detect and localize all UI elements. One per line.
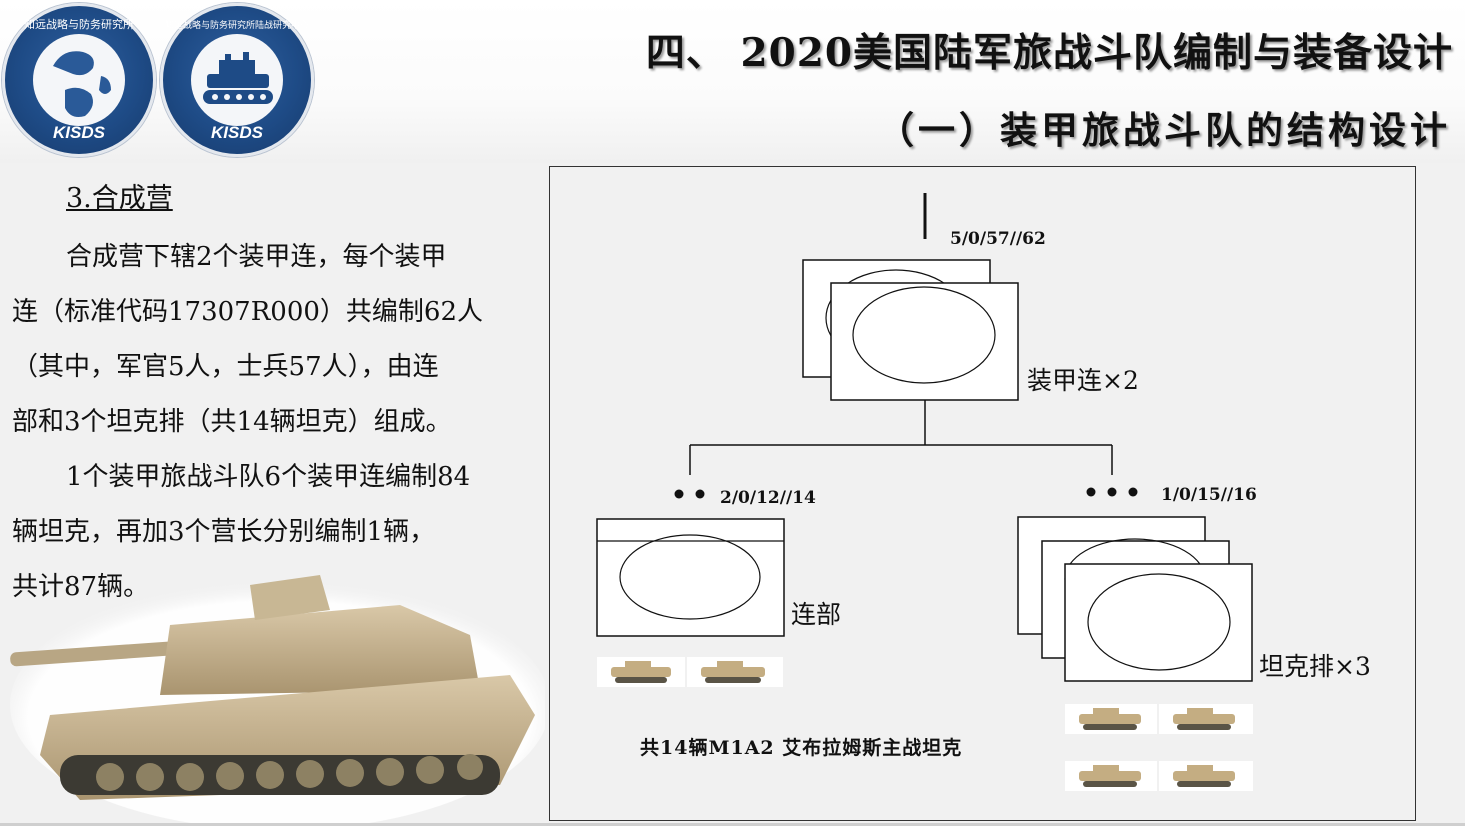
kisds-logo: KISDS 知远战略与防务研究所	[2, 3, 156, 157]
body-line: 共计87辆。	[12, 572, 150, 602]
org-chart: 5/0/57//62 装甲连×2 2/0/12//14 连部 1/0/15//1…	[549, 166, 1416, 821]
kisds-land-logo: KISDS 知远战略与防务研究所陆战研究中心	[160, 3, 314, 157]
footer-divider	[0, 823, 1465, 826]
company-strength: 5/0/57//62	[950, 229, 1046, 249]
hq-symbol	[596, 518, 785, 637]
section-dot	[674, 489, 684, 499]
platoon-dot	[1086, 487, 1096, 497]
body-line: 部和3个坦克排（共14辆坦克）组成。	[12, 407, 452, 437]
logo-text: 知远战略与防务研究所	[24, 17, 134, 31]
section-dot	[695, 489, 705, 499]
hq-strength: 2/0/12//14	[720, 488, 816, 508]
platoon-dot	[1107, 487, 1117, 497]
company-symbol-front	[830, 282, 1019, 401]
body-line: 辆坦克，再加3个营长分别编制1辆，	[12, 517, 436, 547]
company-label: 装甲连×2	[1027, 366, 1139, 395]
logo-abbr: KISDS	[53, 123, 106, 142]
page-title: 四、 2020美国陆军旅战斗队编制与装备设计	[645, 30, 1453, 76]
logo-text: 知远战略与防务研究所陆战研究中心	[165, 19, 309, 31]
tank-total-note: 共14辆M1A2 艾布拉姆斯主战坦克	[640, 737, 963, 759]
platoon-label: 坦克排×3	[1259, 652, 1371, 681]
body-line: （其中，军官5人，士兵57人），由连	[12, 352, 439, 382]
body-line: 合成营下辖2个装甲连，每个装甲	[66, 242, 447, 272]
page-subtitle: （一）装甲旅战斗队的结构设计	[877, 108, 1451, 152]
tank-icon	[597, 657, 1253, 791]
header-bar: KISDS 知远战略与防务研究所 KISDS 知远战略与防务研究所陆战研究中心 …	[0, 0, 1465, 163]
m1a2-tank-image	[10, 575, 545, 823]
section-heading: 3.合成营	[66, 183, 173, 214]
hq-label: 连部	[791, 600, 842, 629]
body-line: 连（标准代码17307R000）共编制62人	[12, 297, 483, 327]
platoon-dot	[1128, 487, 1138, 497]
platoon-strength: 1/0/15//16	[1161, 485, 1257, 505]
platoon-symbol-3	[1064, 563, 1253, 682]
body-line: 1个装甲旅战斗队6个装甲连编制84	[66, 462, 471, 492]
logo-abbr: KISDS	[211, 123, 264, 142]
